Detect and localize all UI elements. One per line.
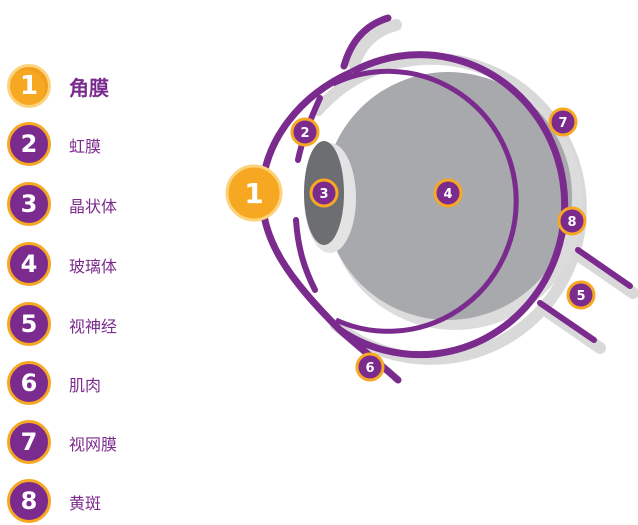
legend-badge-retina: 7 [7,420,51,464]
legend-badge-optic-nerve: 5 [7,302,51,346]
legend-badge-macula: 8 [7,479,51,523]
marker-retina: 7 [548,107,578,137]
legend-badge-lens: 3 [7,182,51,226]
legend-label-cornea: 角膜 [69,76,109,100]
marker-retina-label: 7 [558,116,567,131]
marker-optic-nerve-label: 5 [576,289,585,304]
legend-badge-cornea: 1 [7,64,51,108]
marker-cornea: 1 [225,164,283,222]
legend-badge-vitreous: 4 [7,242,51,286]
legend-label-muscle: 肌肉 [69,376,102,395]
marker-vitreous: 4 [433,178,463,208]
legend-item-macula: 8 黄斑 [0,477,200,525]
marker-cornea-label: 1 [244,177,263,210]
retina-inner [331,68,519,334]
legend-label-lens: 晶状体 [69,197,118,216]
legend-item-vitreous: 4 玻璃体 [0,240,200,288]
legend-label-optic-nerve: 视神经 [69,317,118,336]
marker-lens: 3 [309,178,339,208]
marker-macula-label: 8 [567,215,576,230]
marker-vitreous-label: 4 [443,187,452,202]
legend-item-cornea: 1 角膜 [0,62,200,110]
iris-lower [293,217,318,293]
marker-lens-label: 3 [319,187,328,202]
legend-badge-muscle: 6 [7,361,51,405]
optic-nerve-upper [575,247,633,289]
muscle-upper [340,14,392,70]
marker-optic-nerve: 5 [566,280,596,310]
marker-iris-label: 2 [300,126,309,141]
legend-badge-iris: 2 [7,122,51,166]
legend-item-iris: 2 虹膜 [0,120,200,168]
legend-label-retina: 视网膜 [69,435,118,454]
legend-item-retina: 7 视网膜 [0,418,200,466]
legend-item-muscle: 6 肌肉 [0,359,200,407]
marker-macula: 8 [557,206,587,236]
marker-muscle: 6 [355,352,385,382]
optic-nerve-lower [537,300,597,343]
legend-item-lens: 3 晶状体 [0,180,200,228]
marker-muscle-label: 6 [365,361,374,376]
legend-label-iris: 虹膜 [69,137,102,156]
marker-iris: 2 [290,117,320,147]
legend: 1 角膜 2 虹膜 3 晶状体 4 玻璃体 5 视神经 6 肌肉 7 视网膜 8… [0,0,200,525]
legend-label-vitreous: 玻璃体 [69,257,118,276]
legend-label-macula: 黄斑 [69,494,102,513]
legend-item-optic-nerve: 5 视神经 [0,300,200,348]
